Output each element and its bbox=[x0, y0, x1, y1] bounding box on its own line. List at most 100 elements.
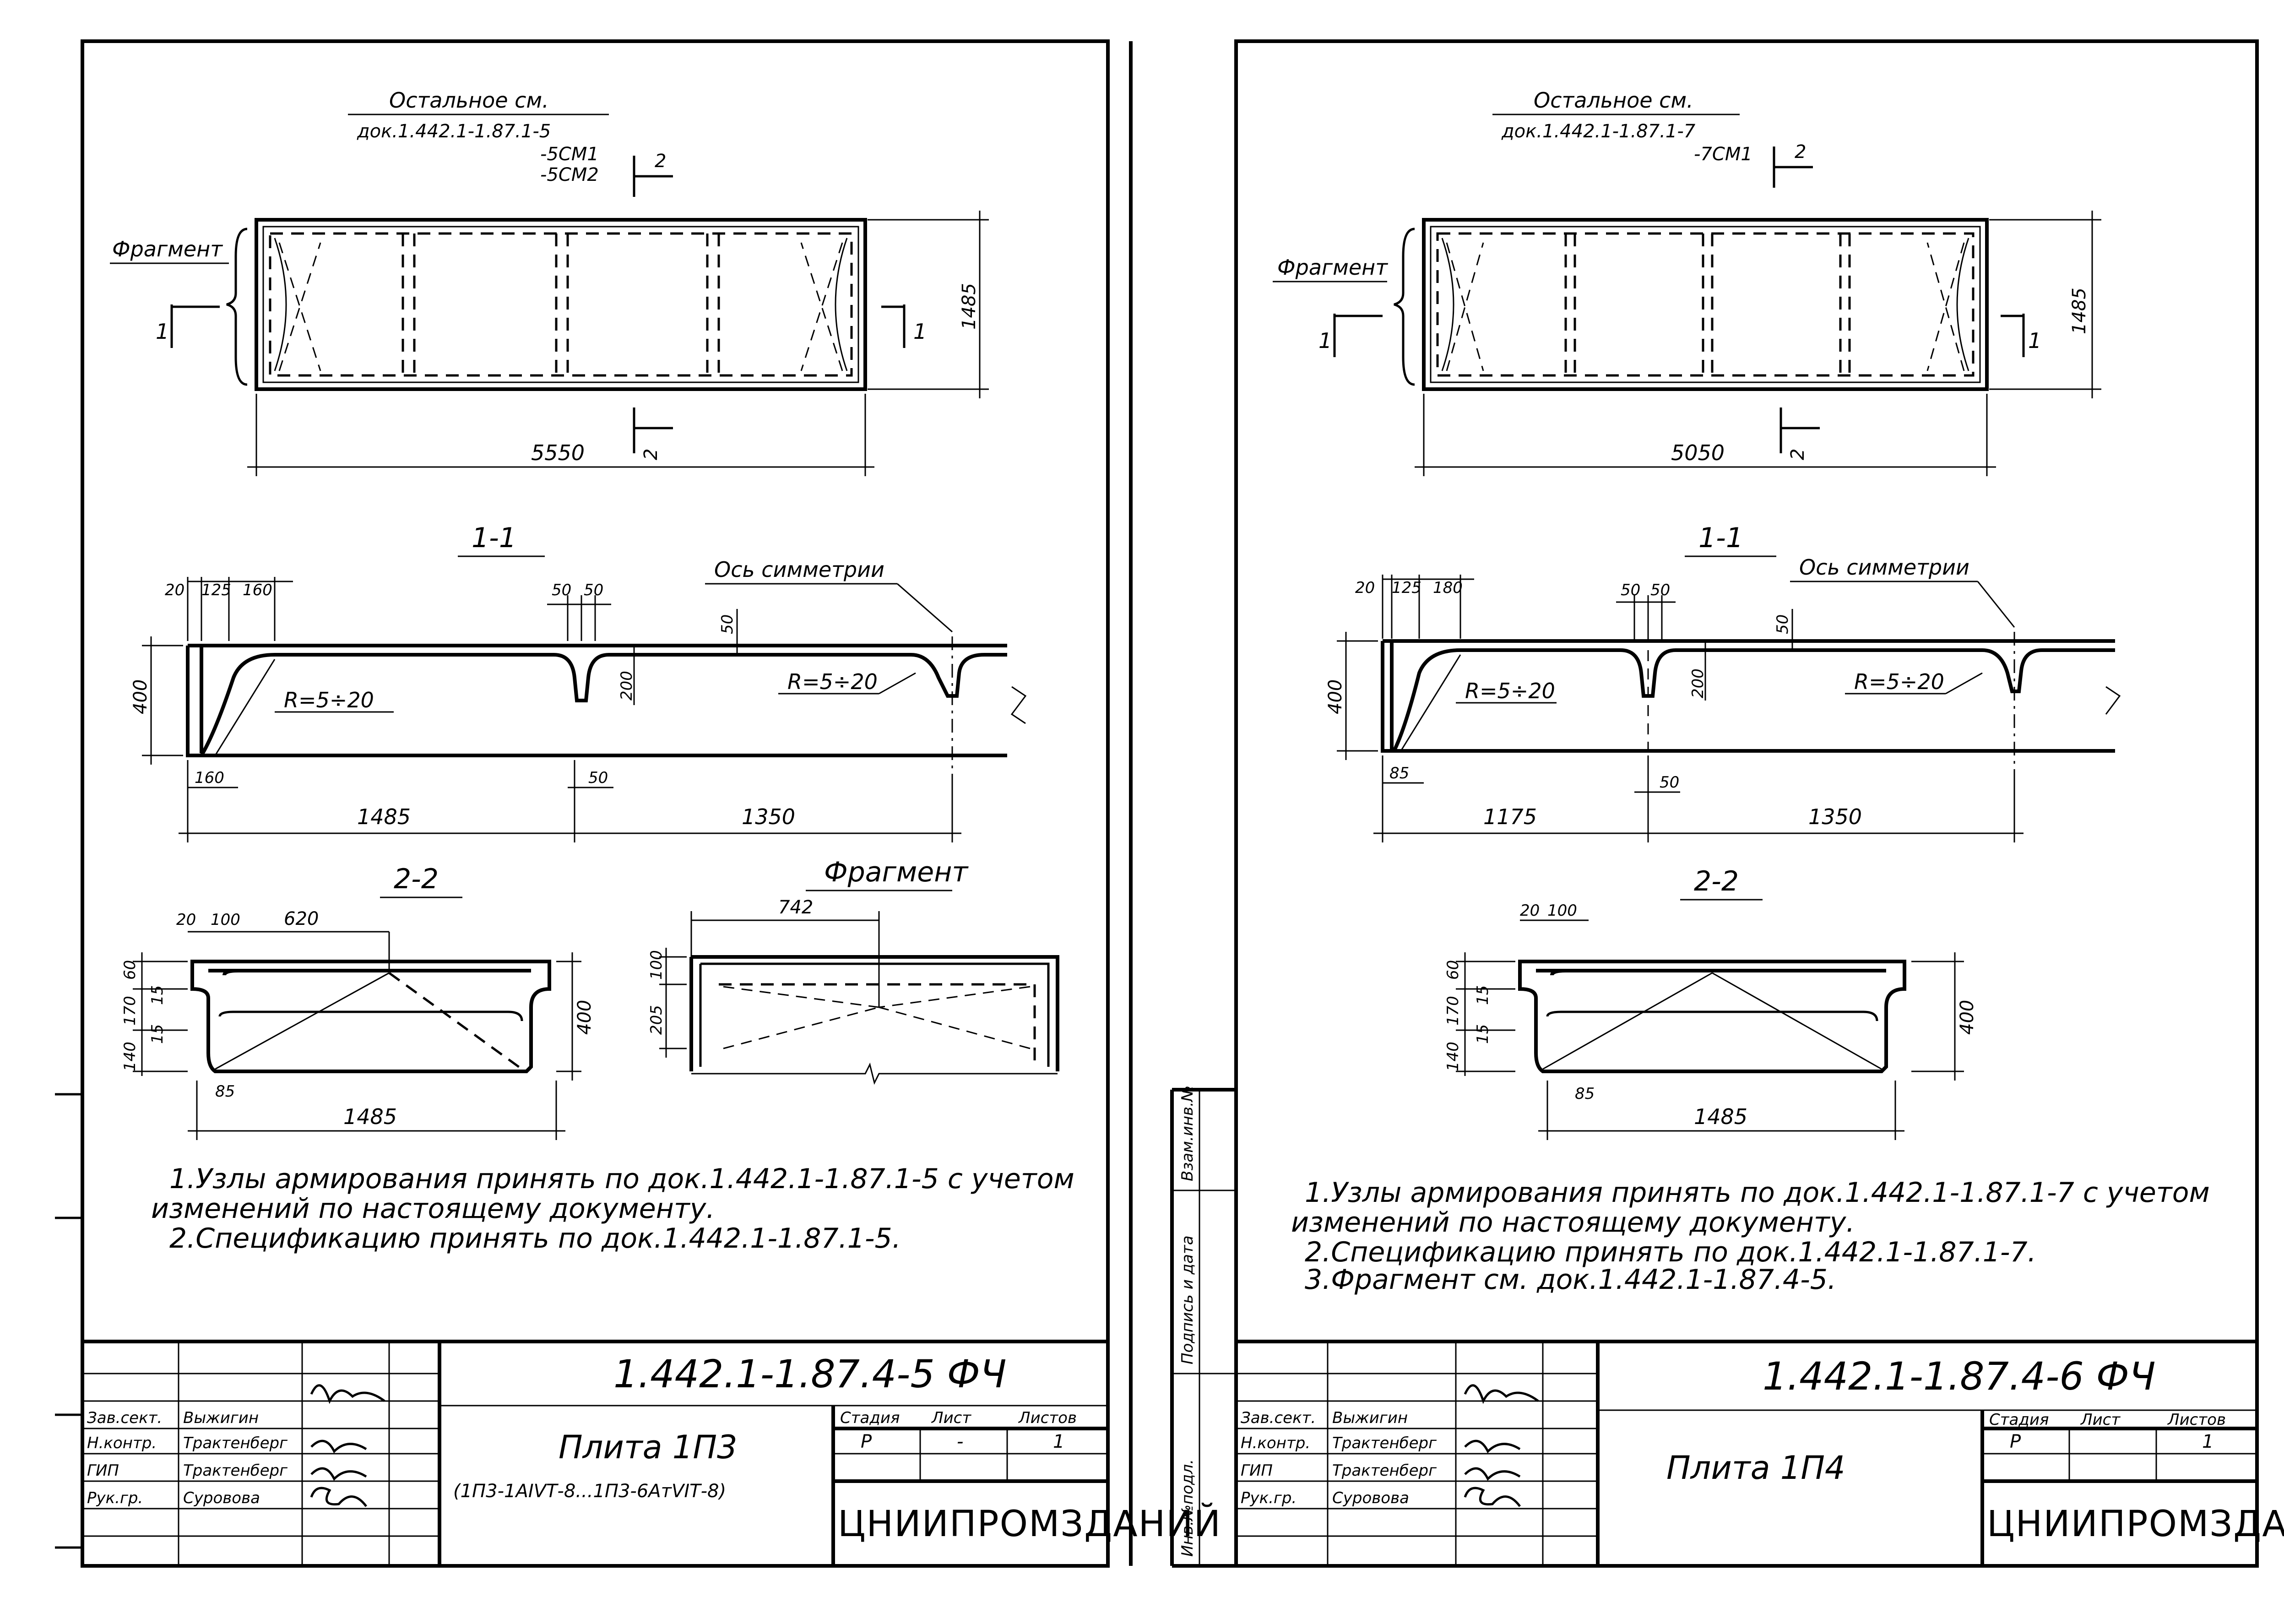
left-section1-profile bbox=[186, 636, 1027, 778]
left-s2-dim-20: 20 bbox=[176, 911, 196, 929]
right-s2-dim-20: 20 bbox=[1520, 902, 1540, 920]
right-ref-item-1: -7СМ1 bbox=[1694, 144, 1752, 165]
right-s1-dim-85: 85 bbox=[1389, 764, 1409, 782]
left-frag-dim-205: 205 bbox=[647, 1005, 666, 1035]
left-plan-height: 1485 bbox=[959, 283, 980, 330]
right-stamp-role-4: Рук.гр. bbox=[1241, 1489, 1297, 1507]
left-stamp-col-sheet: Лист bbox=[931, 1409, 971, 1427]
left-section2-profile bbox=[190, 960, 551, 1073]
right-signature-1 bbox=[1464, 1384, 1539, 1404]
right-radius-2: R=5÷20 bbox=[1854, 669, 1944, 694]
right-note-2: изменений по настоящему документу. bbox=[1291, 1206, 1855, 1238]
left-note-1: 1.Узлы армирования принять по док.1.442.… bbox=[169, 1163, 1074, 1195]
left-s2-dim-620: 620 bbox=[284, 908, 319, 929]
left-s2-dim-85: 85 bbox=[215, 1082, 235, 1101]
left-ref-item-2: -5СМ2 bbox=[540, 164, 599, 185]
right-s2-dim-140: 140 bbox=[1444, 1042, 1462, 1071]
left-note-3: 2.Спецификацию принять по док.1.442.1-1.… bbox=[169, 1222, 901, 1255]
left-stamp-title: Плита 1П3 bbox=[559, 1428, 738, 1466]
left-s1-dim-400: 400 bbox=[130, 679, 151, 714]
right-section1-profile bbox=[1381, 632, 2121, 824]
right-stamp-col-sheets: Листов bbox=[2167, 1411, 2226, 1429]
left-s1-dim-125: 125 bbox=[201, 581, 231, 599]
left-stamp-sheets: 1 bbox=[1053, 1431, 1064, 1452]
left-plan-view bbox=[255, 218, 867, 391]
right-note-1: 1.Узлы армирования принять по док.1.442.… bbox=[1305, 1177, 2210, 1209]
left-section2-title: 2-2 bbox=[394, 863, 439, 895]
right-side-label-3: Взам.инв.№ bbox=[1178, 1086, 1197, 1181]
left-plan-width: 5550 bbox=[531, 440, 585, 465]
left-cut2-bottom: 2 bbox=[640, 449, 662, 460]
left-cut1-left: 1 bbox=[156, 319, 169, 344]
left-frag-dim-742: 742 bbox=[778, 897, 813, 918]
right-section1-title: 1-1 bbox=[1698, 522, 1743, 554]
left-s1-dim-50c: 50 bbox=[718, 614, 737, 634]
right-side-label-1: Инв.№подл. bbox=[1178, 1459, 1197, 1557]
left-s2-dim-140: 140 bbox=[121, 1042, 139, 1071]
right-plan-width: 5050 bbox=[1671, 440, 1725, 465]
right-side-label-2: Подпись и дата bbox=[1178, 1235, 1197, 1364]
right-s1-dim-125: 125 bbox=[1392, 579, 1421, 597]
right-stamp-role-2: Н.контр. bbox=[1241, 1434, 1310, 1452]
left-stamp-role-4: Рук.гр. bbox=[87, 1489, 143, 1507]
left-cut1-right: 1 bbox=[913, 319, 927, 344]
right-s2-dim-170: 170 bbox=[1444, 996, 1462, 1026]
left-s2-dim-60: 60 bbox=[121, 960, 139, 980]
right-s2-dim-400: 400 bbox=[1957, 1000, 1978, 1035]
right-stamp-stage: Р bbox=[2010, 1431, 2021, 1452]
right-s1-dim-200: 200 bbox=[1689, 668, 1707, 698]
left-fragment2-drawing bbox=[689, 955, 1059, 1085]
left-s1-dim-20: 20 bbox=[165, 581, 184, 599]
right-plan-height: 1485 bbox=[2069, 288, 2090, 334]
right-s1-dim-180: 180 bbox=[1433, 579, 1463, 597]
left-frame bbox=[81, 39, 1110, 1568]
right-section2-profile bbox=[1518, 960, 1906, 1073]
left-cut2-top: 2 bbox=[655, 151, 666, 172]
right-s2-dim-1485: 1485 bbox=[1694, 1104, 1747, 1129]
right-stamp-col-stage: Стадия bbox=[1989, 1411, 2049, 1429]
right-note-4: 3.Фрагмент см. док.1.442.1-1.87.4-5. bbox=[1305, 1264, 1836, 1296]
left-s2-dim-170: 170 bbox=[121, 996, 139, 1026]
right-stamp-name-2: Трактенберг bbox=[1332, 1434, 1437, 1452]
right-stamp-col-sheet: Лист bbox=[2080, 1411, 2121, 1429]
right-frame bbox=[1234, 39, 2259, 1568]
left-s1-dim-1350: 1350 bbox=[742, 804, 795, 829]
right-s1-dim-50c: 50 bbox=[1774, 614, 1792, 634]
right-ref-doc: док.1.442.1-1.87.1-7 bbox=[1501, 121, 1696, 142]
left-title-block bbox=[82, 1340, 1108, 1566]
right-signature-4 bbox=[1464, 1487, 1521, 1507]
right-s1-dim-1350: 1350 bbox=[1808, 804, 1862, 829]
left-signature-1 bbox=[310, 1384, 385, 1404]
left-s1-dim-160: 160 bbox=[243, 581, 272, 599]
left-sheet: Остальное см. док.1.442.1-1.87.1-5 -5СМ1… bbox=[55, 39, 1221, 1568]
right-s1-dim-1175: 1175 bbox=[1483, 804, 1537, 829]
right-section2-title: 2-2 bbox=[1694, 865, 1739, 897]
left-s1-dim-50b: 50 bbox=[584, 581, 603, 599]
right-s2-dim-15b: 15 bbox=[1474, 1024, 1492, 1044]
left-stamp-sheet: - bbox=[957, 1431, 963, 1452]
right-stamp-name-1: Выжигин bbox=[1332, 1409, 1408, 1427]
right-signature-2 bbox=[1464, 1439, 1521, 1454]
left-stamp-stage: Р bbox=[861, 1431, 872, 1452]
right-s1-dim-20: 20 bbox=[1355, 579, 1375, 597]
left-fragment-label: Фрагмент bbox=[112, 237, 223, 261]
right-fragment-label: Фрагмент bbox=[1277, 255, 1388, 280]
right-stamp-sheets: 1 bbox=[2202, 1431, 2213, 1452]
left-stamp-role-1: Зав.сект. bbox=[87, 1409, 162, 1427]
right-s2-dim-60: 60 bbox=[1444, 960, 1462, 980]
left-stamp-subtitle: (1П3-1АIVТ-8...1П3-6АтVIТ-8) bbox=[453, 1481, 726, 1502]
right-radius-1: R=5÷20 bbox=[1465, 679, 1555, 703]
left-stamp-org: ЦНИИПРОМЗДАНИЙ bbox=[838, 1503, 1221, 1545]
left-axis-label: Ось симметрии bbox=[714, 557, 884, 582]
left-stamp-name-4: Суровова bbox=[183, 1489, 260, 1507]
left-stamp-name-3: Трактенберг bbox=[183, 1461, 288, 1480]
left-s2-dim-1485: 1485 bbox=[343, 1104, 397, 1129]
left-stamp-col-sheets: Листов bbox=[1018, 1409, 1077, 1427]
right-cut1-right: 1 bbox=[2028, 328, 2041, 353]
right-stamp-name-3: Трактенберг bbox=[1332, 1461, 1437, 1480]
left-ref-item-1: -5СМ1 bbox=[540, 144, 599, 165]
right-sheet: Инв.№подл. Подпись и дата Взам.инв.№ Ост… bbox=[1170, 39, 2284, 1568]
right-s2-dim-85: 85 bbox=[1575, 1085, 1595, 1103]
right-axis-label: Ось симметрии bbox=[1799, 555, 1969, 580]
